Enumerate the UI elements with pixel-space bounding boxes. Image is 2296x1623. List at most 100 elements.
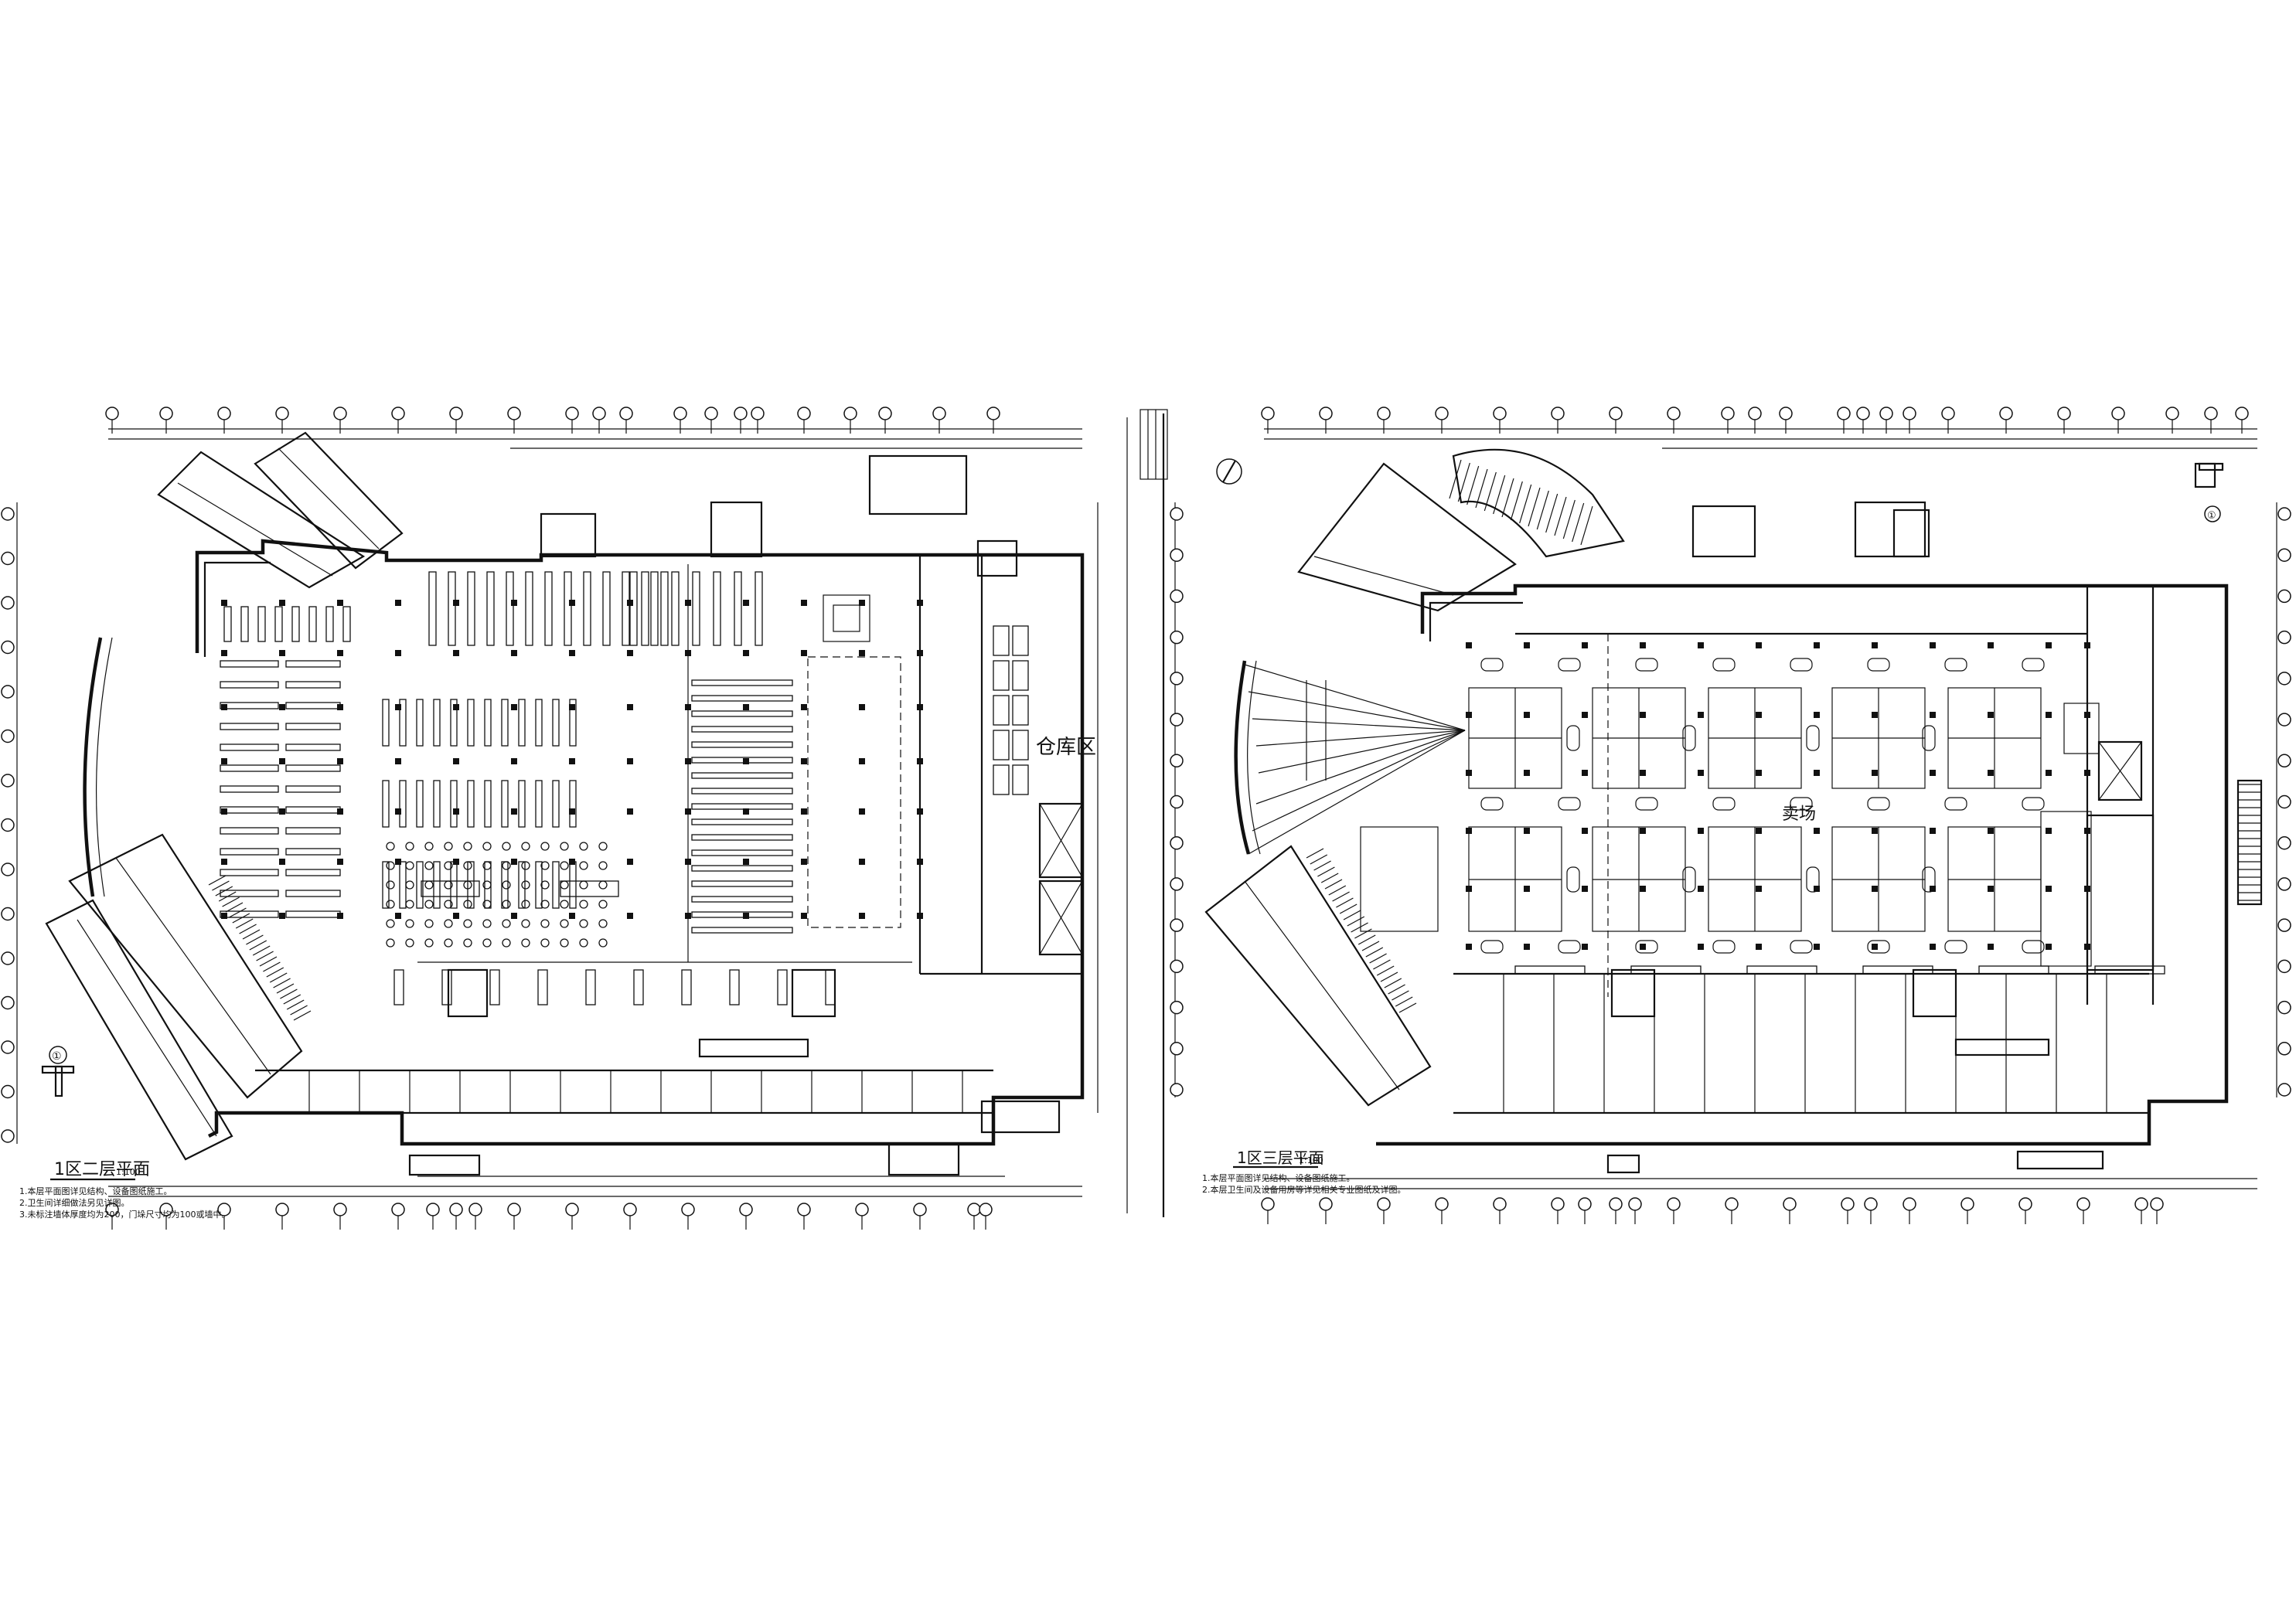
- counter: [1746, 965, 1817, 975]
- display-table: [463, 900, 472, 909]
- structural-column: [453, 913, 459, 919]
- display-table: [386, 919, 395, 928]
- display-table: [386, 900, 395, 909]
- escalator-step: [1328, 885, 1347, 896]
- axis-bubble: [333, 1203, 347, 1216]
- axis-bubble: [967, 1203, 981, 1216]
- escalator-step: [215, 886, 233, 897]
- axis-bubble: [1864, 1197, 1878, 1211]
- gondola-shelf: [220, 702, 279, 709]
- structural-column: [1524, 886, 1530, 892]
- axis-bubble: [739, 1203, 753, 1216]
- axis-bubble: [1783, 1197, 1797, 1211]
- axis-bubble: [1903, 1197, 1916, 1211]
- structural-column: [569, 808, 575, 815]
- structural-column: [1640, 770, 1646, 776]
- structural-column: [685, 600, 691, 606]
- right-bottom-shop-partitions: [1503, 974, 2107, 1113]
- gondola-shelf: [484, 699, 492, 747]
- display-table: [521, 880, 530, 890]
- gondola-shelf: [223, 606, 232, 642]
- axis-bubble: [623, 1203, 637, 1216]
- gondola-shelf: [428, 571, 437, 646]
- axis-bubble: [1170, 1000, 1184, 1015]
- structural-column: [1640, 712, 1646, 718]
- structural-column: [2084, 770, 2090, 776]
- structural-column: [801, 859, 807, 865]
- structural-column: [801, 808, 807, 815]
- axis-bubble: [1748, 407, 1762, 420]
- structural-column: [743, 758, 749, 764]
- axis-bubble: [1879, 407, 1893, 420]
- structural-column: [801, 758, 807, 764]
- display-table: [560, 861, 569, 870]
- axis-bubble: [1170, 630, 1184, 645]
- promo-stand: [421, 880, 480, 897]
- left-bottom-axis-bubbles: [105, 1203, 993, 1230]
- escalator-step: [266, 967, 284, 978]
- structural-column: [511, 808, 517, 815]
- right-bottom-axis-bubbles: [1261, 1197, 2164, 1224]
- display-table: [424, 900, 434, 909]
- radial-line: [1244, 664, 1466, 731]
- gondola-shelf: [691, 896, 793, 903]
- round-display: [2022, 797, 2045, 811]
- structural-column: [1756, 828, 1762, 834]
- display-table: [444, 919, 453, 928]
- structural-column: [1582, 642, 1588, 648]
- round-display: [1867, 940, 1890, 954]
- structural-column: [917, 758, 923, 764]
- structural-column: [801, 913, 807, 919]
- display-table: [579, 842, 588, 851]
- gondola-shelf: [220, 660, 279, 668]
- round-display: [1790, 940, 1813, 954]
- gondola-shelf: [416, 699, 424, 747]
- structural-column: [1524, 828, 1530, 834]
- round-display: [2022, 940, 2045, 954]
- round-display: [1480, 797, 1504, 811]
- gondola-shelf: [691, 803, 793, 810]
- gondola-shelf: [691, 911, 793, 918]
- gondola-shelf: [382, 699, 390, 747]
- structural-column: [2046, 642, 2052, 648]
- structural-column: [917, 913, 923, 919]
- axis-bubble: [1, 596, 15, 610]
- round-display: [1944, 940, 1967, 954]
- gondola-shelf: [552, 861, 560, 909]
- escalator-step: [232, 913, 250, 924]
- structural-column: [1524, 770, 1530, 776]
- gondola-shelf: [220, 827, 279, 835]
- gondola-shelf: [484, 780, 492, 828]
- radial-line: [1252, 730, 1466, 832]
- display-table: [540, 842, 550, 851]
- axis-bubble: [1170, 877, 1184, 891]
- round-display: [1558, 658, 1581, 672]
- escalator-step: [1384, 978, 1402, 988]
- gondola-shelf: [220, 723, 279, 730]
- structural-column: [453, 758, 459, 764]
- gondola-shelf: [285, 681, 341, 689]
- gondola-shelf: [448, 571, 456, 646]
- gondola-shelf: [671, 571, 680, 646]
- display-table: [405, 919, 414, 928]
- structural-column: [453, 650, 459, 656]
- axis-bubble: [1, 907, 15, 921]
- axis-bubble: [673, 407, 687, 420]
- structural-column: [1872, 642, 1878, 648]
- axis-bubble: [1, 774, 15, 788]
- gondola-shelf: [220, 890, 279, 897]
- escalator-step: [225, 902, 244, 913]
- gondola-shelf: [220, 743, 279, 751]
- escalator-step: [1358, 934, 1376, 945]
- gondola-shelf: [691, 726, 793, 733]
- stair-tread: [1457, 462, 1470, 502]
- structural-column: [685, 704, 691, 710]
- structural-column: [743, 913, 749, 919]
- radial-line: [1252, 718, 1466, 731]
- structural-column: [569, 600, 575, 606]
- left-plan-scale: 1:100: [116, 1167, 141, 1177]
- axis-bubble: [217, 1203, 231, 1216]
- round-display: [1867, 658, 1890, 672]
- structural-column: [1814, 642, 1820, 648]
- structural-column: [859, 650, 865, 656]
